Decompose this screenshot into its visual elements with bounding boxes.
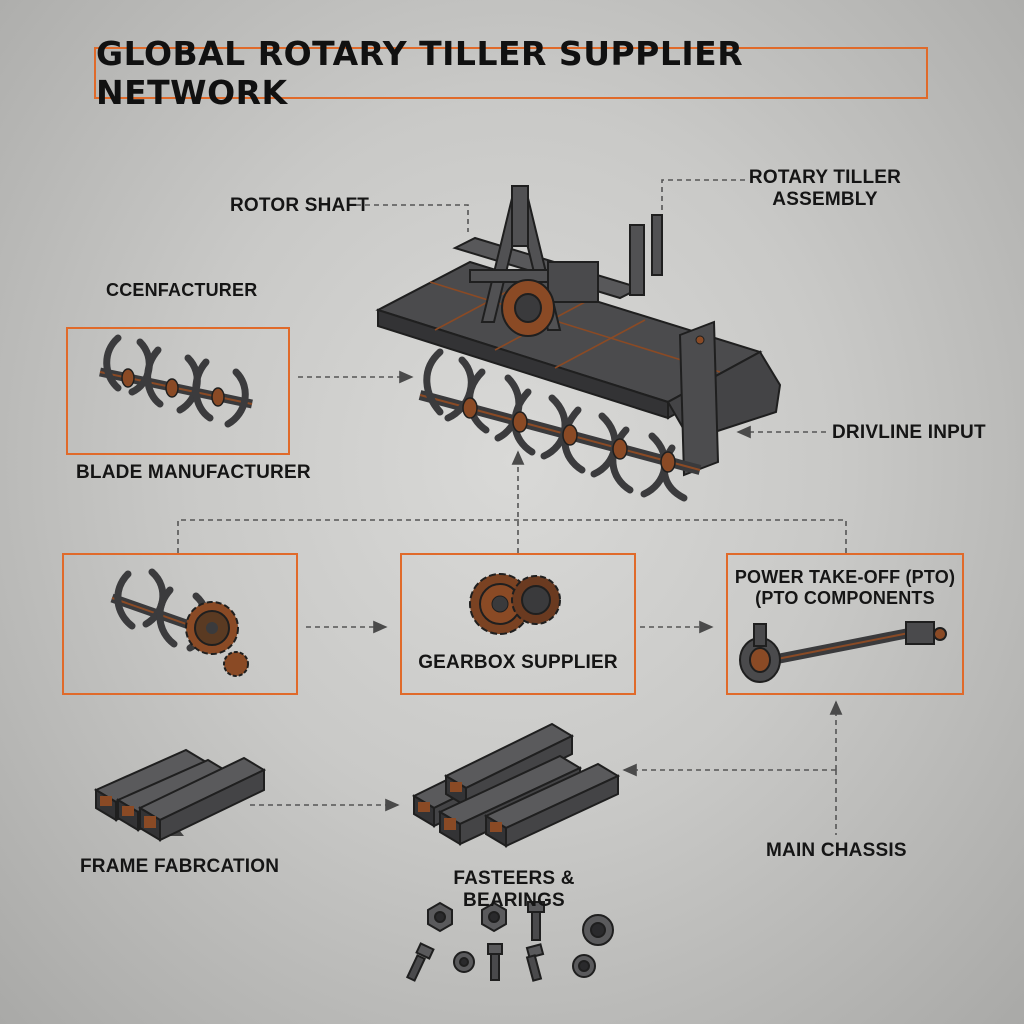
rotor-shaft-label: ROTOR SHAFT [230, 195, 370, 216]
gearbox-supplier-label: GEARBOX SUPPLIER [418, 652, 618, 673]
frame-fabrication-label: FRAME FABRCATION [80, 856, 280, 877]
rotor-gear-icon [110, 568, 249, 677]
pto-shaft-icon [739, 621, 947, 683]
assembly-label-line1: ROTARY TILLER [748, 167, 902, 188]
rotor-shaft-leader [356, 204, 469, 232]
pto-components-box [726, 553, 964, 695]
pto-label: POWER TAKE-OFF (PTO) (PTO COMPONENTS [726, 567, 964, 609]
chassis-tubes-icon [411, 722, 621, 848]
blade-manufacturer-label: BLADE MANUFACTURER [76, 462, 311, 483]
cmanufacturer-box [62, 553, 298, 695]
bus-line [177, 519, 847, 553]
pto-label-line2: (PTO COMPONENTS [755, 588, 935, 608]
title-box: GLOBAL ROTARY TILLER SUPPLIER NETWORK [94, 34, 928, 112]
fasteners-icon [405, 901, 614, 982]
assembly-label: ROTARY TILLER ASSEMBLY [720, 167, 930, 211]
page-title: GLOBAL ROTARY TILLER SUPPLIER NETWORK [96, 34, 744, 112]
cmanufacturer-label: CCENFACTURER [106, 280, 258, 300]
connectors [177, 179, 847, 835]
driveline-input-label: DRIVLINE INPUT [832, 422, 986, 443]
pto-label-line1: POWER TAKE-OFF (PTO) [734, 567, 956, 587]
main-chassis-label: MAIN CHASSIS [766, 840, 907, 861]
gearbox-supplier-box [400, 553, 636, 695]
blade-set-icon [99, 334, 253, 428]
frame-tubes-icon [93, 748, 267, 842]
blade-manufacturer-box [66, 327, 290, 455]
assembly-label-line2: ASSEMBLY [772, 189, 878, 210]
rotary-tiller-icon [375, 185, 782, 502]
fasteners-bearings-label: FASTEERS & BEARINGS [453, 868, 575, 911]
gearbox-icon [469, 573, 561, 635]
